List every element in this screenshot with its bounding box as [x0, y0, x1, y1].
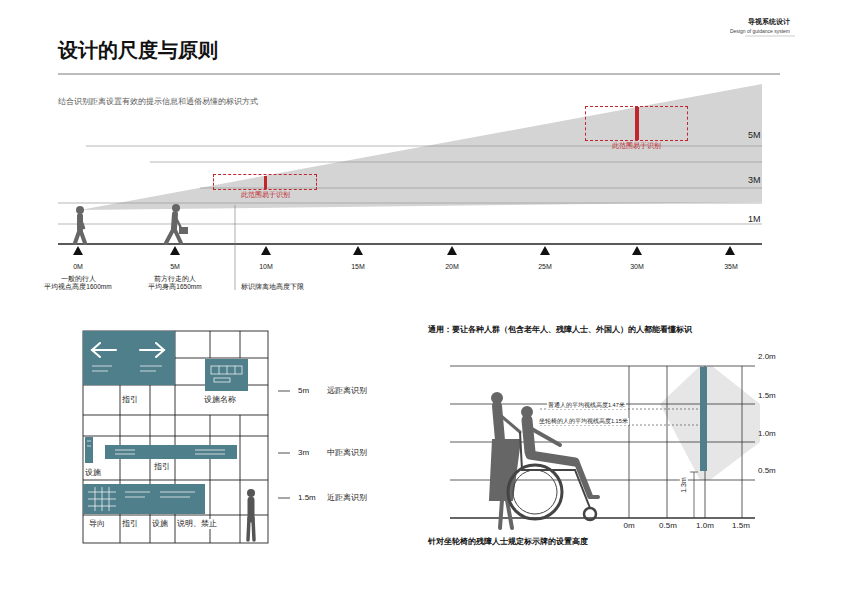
label: 指引 [121, 519, 139, 529]
label: 标识牌离地高度下限 [240, 283, 305, 291]
label: 1.3m [680, 476, 688, 494]
label: 0M [73, 263, 83, 271]
label: 说明、禁止 [176, 519, 218, 529]
range-box: 此范围易于识别 [213, 174, 317, 190]
label: 导视系统设计 [748, 18, 790, 26]
label: 1M [748, 214, 761, 225]
label: 一般的行人 平均视点高度1600mm [37, 275, 119, 291]
label: 0m [623, 521, 634, 531]
label: 中距离识别 [327, 448, 367, 458]
label: 近距离识别 [327, 493, 367, 503]
label: 结合识别距离设置有效的提示信息和通俗易懂的标识方式 [58, 97, 258, 107]
label: 5M [748, 130, 761, 141]
label: 指引 [153, 462, 171, 472]
label: 3M [748, 175, 761, 186]
label: 1.5m [732, 521, 750, 531]
label: 设施 [84, 468, 102, 478]
label: 设施名称 [203, 395, 237, 405]
label: 35M [724, 263, 738, 271]
label: 30M [630, 263, 644, 271]
label: 导向 [88, 519, 106, 529]
label: 1.5m [298, 493, 316, 503]
range-label: 此范围易于识别 [241, 191, 290, 199]
label: 20M [445, 263, 459, 271]
label: 普通人的平均视线高度1.47米 [547, 402, 626, 409]
range-box: 此范围易于识别 [585, 106, 688, 141]
label: 通用：要让各种人群（包含老年人、残障人士、外国人）的人都能看懂标识 [428, 325, 692, 335]
label: 0.5m [758, 466, 776, 476]
label: 前方行走的人 平均身高1650mm [134, 275, 216, 291]
title: 设计的尺度与原则 [58, 38, 218, 62]
label: 设施 [151, 519, 169, 529]
range-label: 此范围易于识别 [612, 142, 661, 150]
label: 2.0m [758, 352, 776, 362]
label: 远距离识别 [327, 386, 367, 396]
label: 1.5m [758, 391, 776, 401]
caption: 针对坐轮椅的残障人士规定标示牌的设置高度 [428, 537, 588, 547]
label: 0.5m [659, 521, 677, 531]
label: 坐轮椅的人的平均视线高度1.15米 [538, 418, 629, 425]
label: 25M [538, 263, 552, 271]
label: 1.0m [696, 521, 714, 531]
label: Design of guidance system [730, 28, 790, 34]
label: 3m [298, 448, 309, 458]
label: 5m [298, 386, 309, 396]
label: 5M [170, 263, 180, 271]
label: 15M [351, 263, 365, 271]
label: 1.0m [758, 429, 776, 439]
label: 指引 [121, 395, 139, 405]
label: 10M [259, 263, 273, 271]
